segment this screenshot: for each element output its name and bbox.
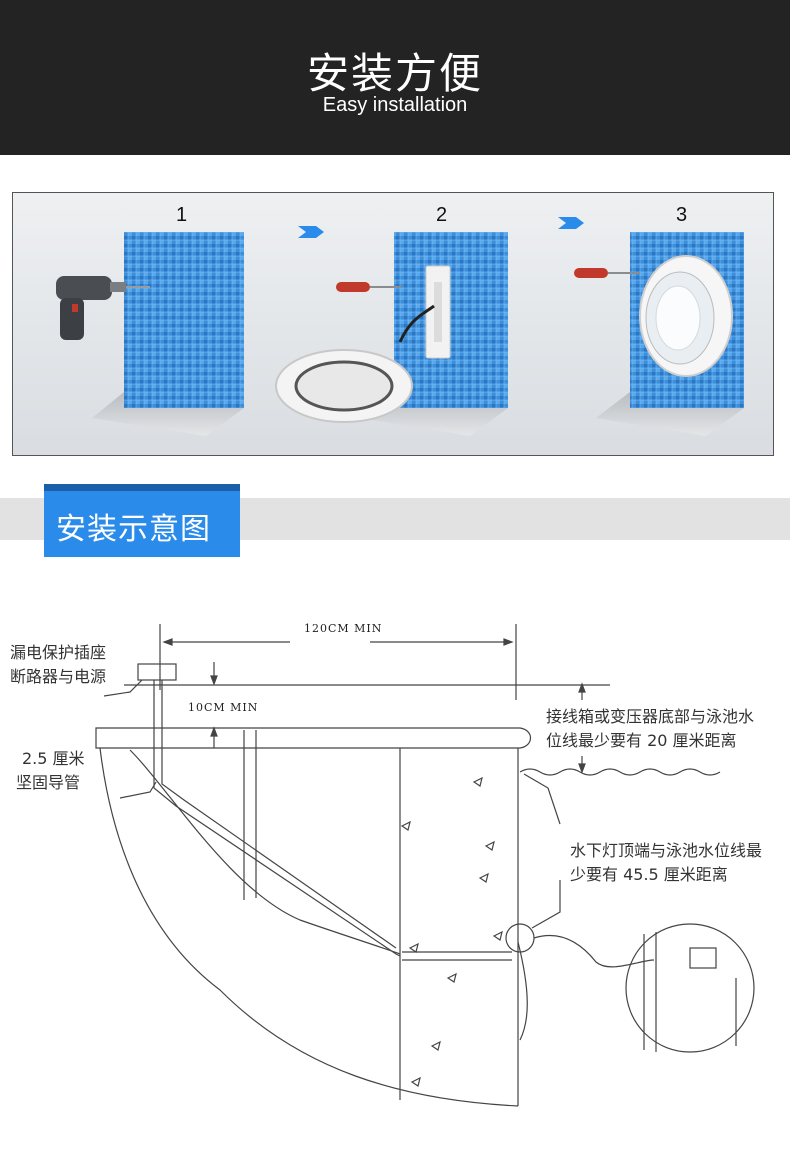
label-conduit-line2: 坚固导管 (16, 773, 81, 792)
label-junction-line2: 位线最少要有 20 厘米距离 (546, 731, 737, 750)
arrow-right-icon (558, 217, 584, 229)
step-number-3: 3 (676, 204, 688, 226)
step-number-2: 2 (436, 204, 448, 226)
label-light-line1: 水下灯顶端与泳池水位线最 (570, 841, 763, 860)
installation-steps-illustration (56, 217, 744, 436)
arrow-right-icon (298, 226, 324, 238)
label-breaker-line1: 漏电保护插座 (10, 643, 107, 662)
label-light-line2: 少要有 45.5 厘米距离 (570, 865, 728, 884)
step-number-1: 1 (176, 204, 188, 226)
tile-wall-step-1 (92, 232, 244, 436)
label-breaker-line2: 断路器与电源 (10, 667, 107, 686)
pool-light-fixture-open (275, 304, 435, 423)
installation-diagram (95, 624, 755, 1107)
label-conduit-line1: 2.5 厘米 (22, 749, 85, 768)
section-title: 安装示意图 (56, 512, 211, 547)
page-header: 安装方便 Easy installation (0, 0, 790, 155)
page-subtitle: Easy installation (322, 94, 468, 116)
dimension-width-label: 120CM MIN (304, 622, 383, 635)
drill-icon (56, 276, 150, 340)
page-title: 安装方便 (306, 49, 483, 98)
screwdriver-icon (574, 268, 640, 278)
section-tab: 安装示意图 (44, 484, 240, 557)
dimension-height-label: 10CM MIN (188, 701, 259, 714)
pool-light-fixture-mounted (639, 255, 733, 377)
screwdriver-icon (336, 282, 402, 292)
label-junction-line1: 接线箱或变压器底部与泳池水 (546, 707, 755, 726)
